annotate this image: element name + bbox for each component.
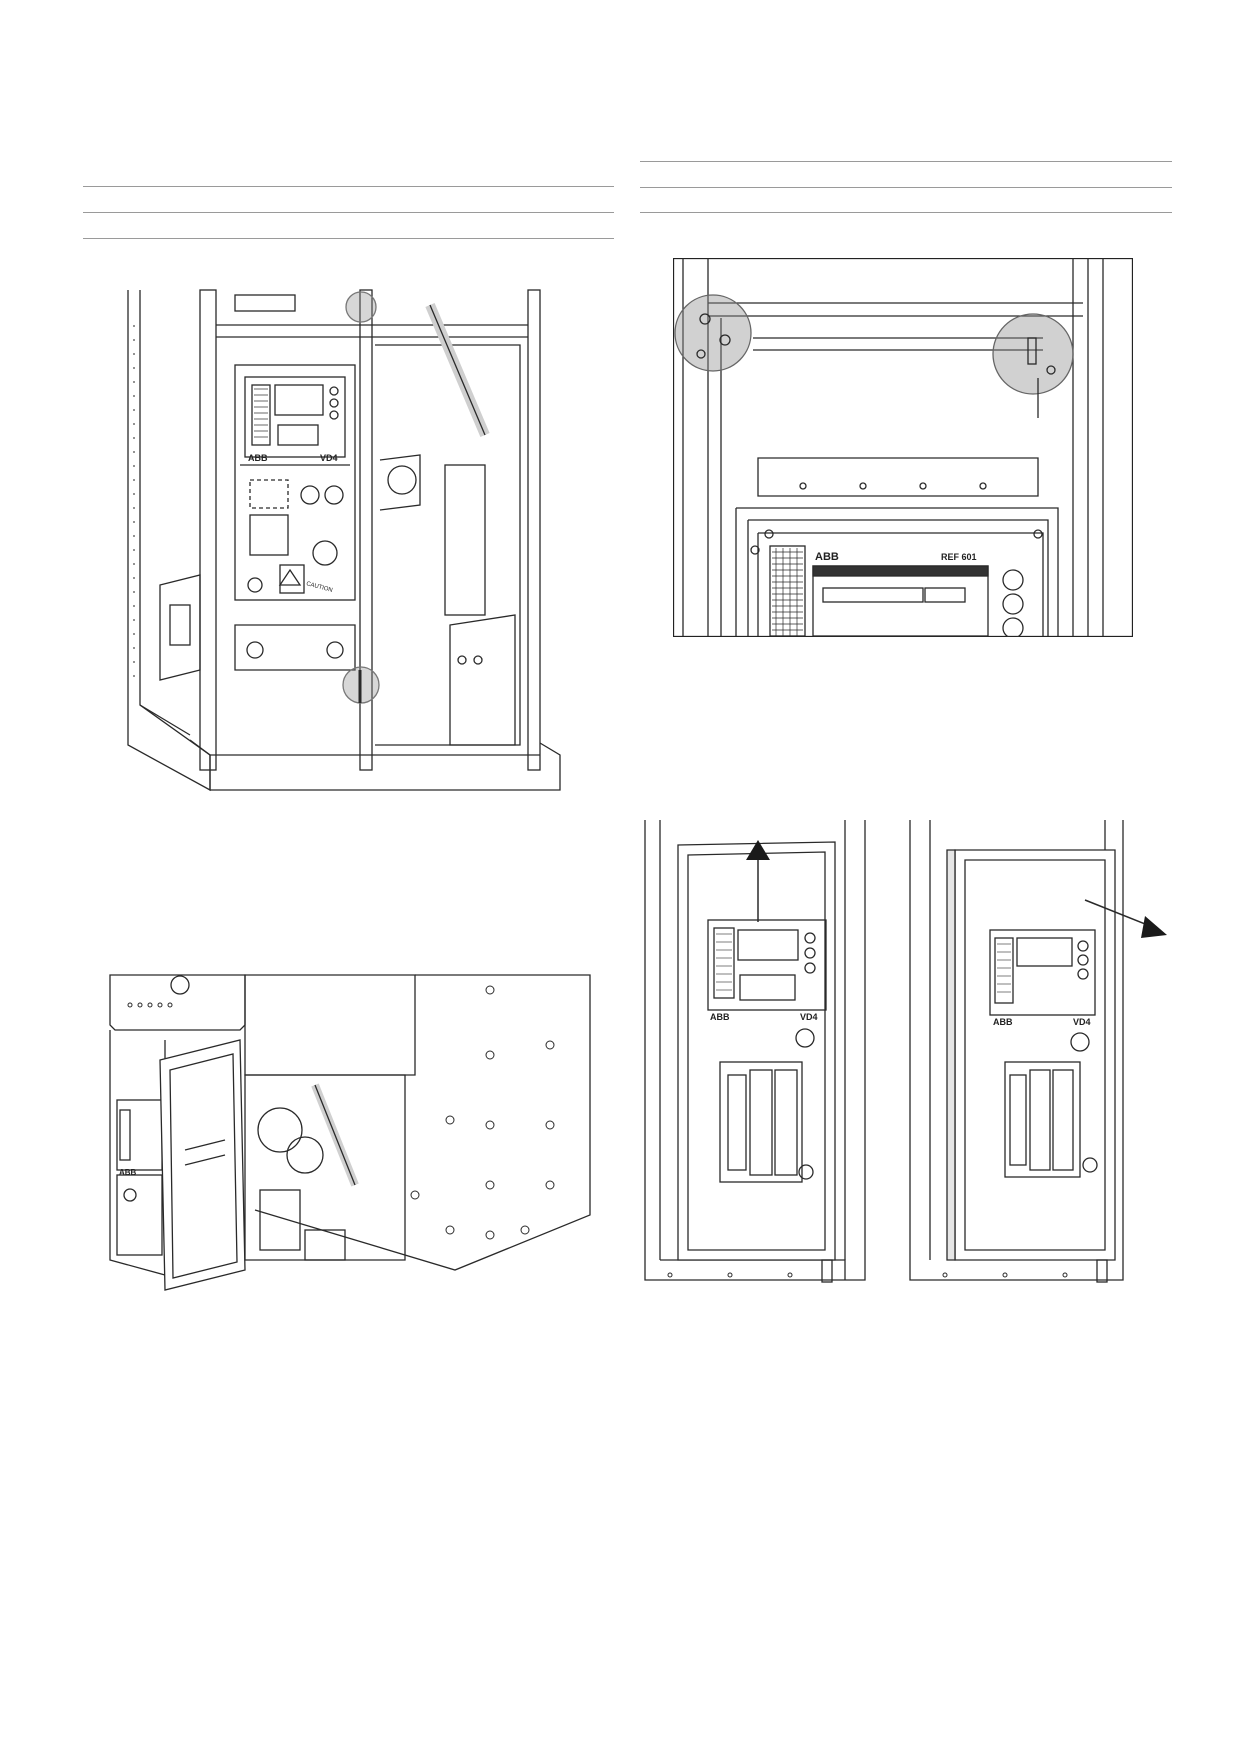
svg-text:CAUTION: CAUTION [305,581,333,594]
svg-text:ABB: ABB [993,1017,1013,1027]
svg-text:VD4: VD4 [320,453,338,463]
figure-hinge-detail: ABB REF 601 [673,258,1133,637]
svg-text:REF 601: REF 601 [941,552,977,562]
figure-door-remove: ABB VD4 [905,820,1175,1295]
svg-text:ABB: ABB [248,453,268,463]
figure-door-lift: ABB VD4 [640,820,875,1295]
svg-text:VD4: VD4 [1073,1017,1091,1027]
figure-door-swing: ABB [105,970,595,1300]
svg-text:ABB: ABB [815,551,839,563]
header-rule-left-2 [83,212,614,213]
header-rule-left-3 [83,238,614,239]
svg-text:ABB: ABB [119,1168,137,1177]
svg-text:ABB: ABB [710,1012,730,1022]
figure-switchgear-open: ABB VD4 CAUTION [120,285,580,805]
svg-text:VD4: VD4 [800,1012,818,1022]
header-rule-right-2 [640,187,1172,188]
header-rule-right-3 [640,212,1172,213]
header-rule-right-1 [640,161,1172,162]
header-rule-left-1 [83,186,614,187]
